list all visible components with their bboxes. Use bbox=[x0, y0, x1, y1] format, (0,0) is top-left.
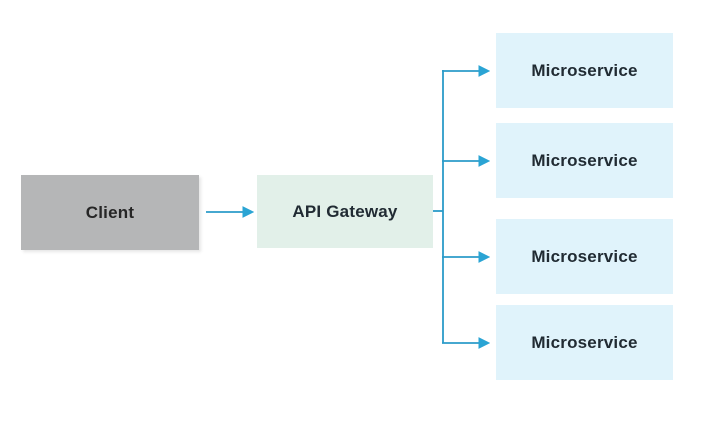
microservice-node-4: Microservice bbox=[496, 305, 673, 380]
client-node: Client bbox=[21, 175, 199, 250]
microservice-node-3: Microservice bbox=[496, 219, 673, 294]
client-node-label: Client bbox=[85, 202, 135, 222]
microservice-node-label: Microservice bbox=[531, 150, 638, 170]
microservice-node-label: Microservice bbox=[531, 246, 638, 266]
api-gateway-node: API Gateway bbox=[257, 175, 433, 248]
microservice-node-2: Microservice bbox=[496, 123, 673, 198]
microservice-node-1: Microservice bbox=[496, 33, 673, 108]
microservice-node-label: Microservice bbox=[531, 332, 638, 352]
api-gateway-node-label: API Gateway bbox=[292, 201, 398, 221]
microservice-node-label: Microservice bbox=[531, 60, 638, 80]
